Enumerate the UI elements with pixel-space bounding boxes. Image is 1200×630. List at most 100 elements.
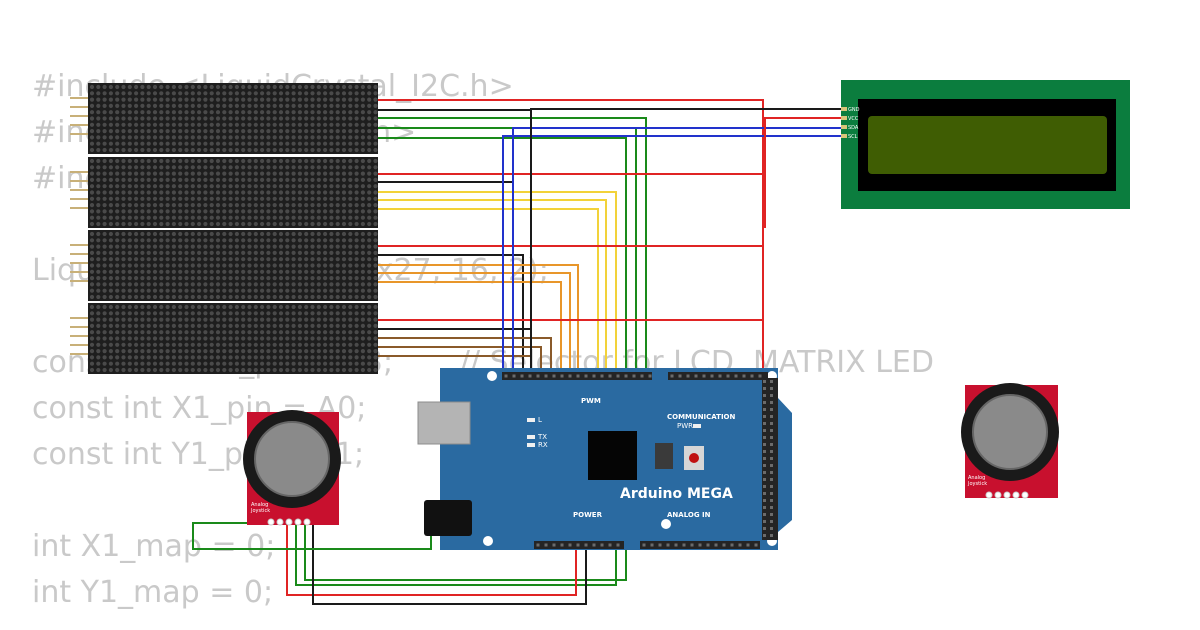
matrix-led xyxy=(127,282,132,287)
matrix-led xyxy=(209,196,214,201)
matrix-led xyxy=(272,84,277,90)
matrix-led xyxy=(360,190,365,195)
matrix-led xyxy=(115,84,120,90)
matrix-led xyxy=(285,355,290,360)
matrix-led xyxy=(140,215,145,220)
matrix-led xyxy=(222,158,227,164)
matrix-led xyxy=(171,190,176,195)
matrix-led xyxy=(304,158,309,164)
matrix-led xyxy=(373,158,378,164)
matrix-led xyxy=(152,294,158,300)
matrix-led xyxy=(272,158,277,164)
matrix-led xyxy=(115,203,120,208)
matrix-led xyxy=(304,367,309,373)
header-pin xyxy=(722,543,726,547)
matrix-led xyxy=(329,311,334,316)
matrix-led xyxy=(234,129,239,134)
matrix-led xyxy=(152,244,158,249)
matrix-led xyxy=(115,122,120,127)
header-pin xyxy=(600,374,604,378)
matrix-led xyxy=(266,171,271,176)
matrix-led xyxy=(127,288,132,293)
matrix-led xyxy=(260,129,265,134)
matrix-led xyxy=(348,196,353,201)
matrix-led xyxy=(190,257,195,262)
matrix-led xyxy=(127,355,132,360)
matrix-led xyxy=(266,250,271,255)
matrix-led xyxy=(247,349,252,354)
matrix-led xyxy=(304,171,309,176)
matrix-led xyxy=(134,304,139,310)
matrix-led xyxy=(335,215,340,220)
matrix-led xyxy=(253,317,258,322)
matrix-led xyxy=(335,110,340,115)
matrix-led xyxy=(247,203,252,208)
matrix-led xyxy=(89,317,95,322)
matrix-led xyxy=(260,122,265,127)
matrix-led xyxy=(108,171,113,176)
matrix-led xyxy=(247,257,252,262)
matrix-led xyxy=(102,91,107,96)
header-pin xyxy=(763,506,766,509)
matrix-led xyxy=(253,349,258,354)
matrix-led xyxy=(335,257,340,262)
matrix-led xyxy=(285,84,290,90)
matrix-led xyxy=(159,116,164,121)
matrix-led xyxy=(253,190,258,195)
matrix-led xyxy=(247,103,252,108)
matrix-led xyxy=(247,238,252,243)
header-pin xyxy=(758,374,762,378)
matrix-led xyxy=(310,276,315,281)
wire xyxy=(502,135,845,372)
header-pin xyxy=(640,374,644,378)
matrix-led xyxy=(373,367,378,373)
matrix-led xyxy=(165,336,170,341)
header-pin xyxy=(770,506,773,509)
matrix-led xyxy=(272,97,277,102)
matrix-led xyxy=(341,304,347,310)
matrix-led xyxy=(159,263,164,268)
matrix-led xyxy=(197,288,202,293)
matrix-led xyxy=(102,330,107,335)
matrix-led xyxy=(222,165,227,170)
matrix-led xyxy=(316,336,321,341)
matrix-led xyxy=(134,342,139,347)
matrix-led xyxy=(316,84,321,90)
matrix-led xyxy=(197,221,202,227)
matrix-led xyxy=(241,282,246,287)
matrix-led xyxy=(127,209,132,214)
matrix-led xyxy=(354,269,359,274)
matrix-led xyxy=(266,209,271,214)
matrix-led xyxy=(323,257,328,262)
matrix-led xyxy=(329,282,334,287)
matrix-led xyxy=(247,355,252,360)
matrix-led xyxy=(260,361,265,366)
matrix-led xyxy=(285,231,290,237)
matrix-led xyxy=(253,129,258,134)
matrix-led xyxy=(335,355,340,360)
matrix-led xyxy=(354,190,359,195)
matrix-led xyxy=(96,304,101,310)
matrix-led xyxy=(215,215,221,220)
matrix-led xyxy=(96,209,101,214)
header-pin xyxy=(770,422,773,425)
matrix-led xyxy=(253,147,258,153)
matrix-led xyxy=(209,91,214,96)
matrix-pin xyxy=(70,106,89,108)
matrix-led xyxy=(152,209,158,214)
matrix-led xyxy=(184,116,189,121)
matrix-led xyxy=(329,196,334,201)
matrix-led xyxy=(108,367,113,373)
matrix-led xyxy=(171,165,176,170)
matrix-led xyxy=(184,367,189,373)
matrix-led xyxy=(184,209,189,214)
matrix-led xyxy=(373,288,378,293)
matrix-led xyxy=(215,103,221,108)
matrix-led xyxy=(278,361,284,366)
matrix-led xyxy=(360,209,365,214)
wire xyxy=(378,254,524,372)
matrix-led xyxy=(253,97,258,102)
matrix-led xyxy=(367,276,372,281)
matrix-led xyxy=(310,361,315,366)
matrix-led xyxy=(228,209,233,214)
